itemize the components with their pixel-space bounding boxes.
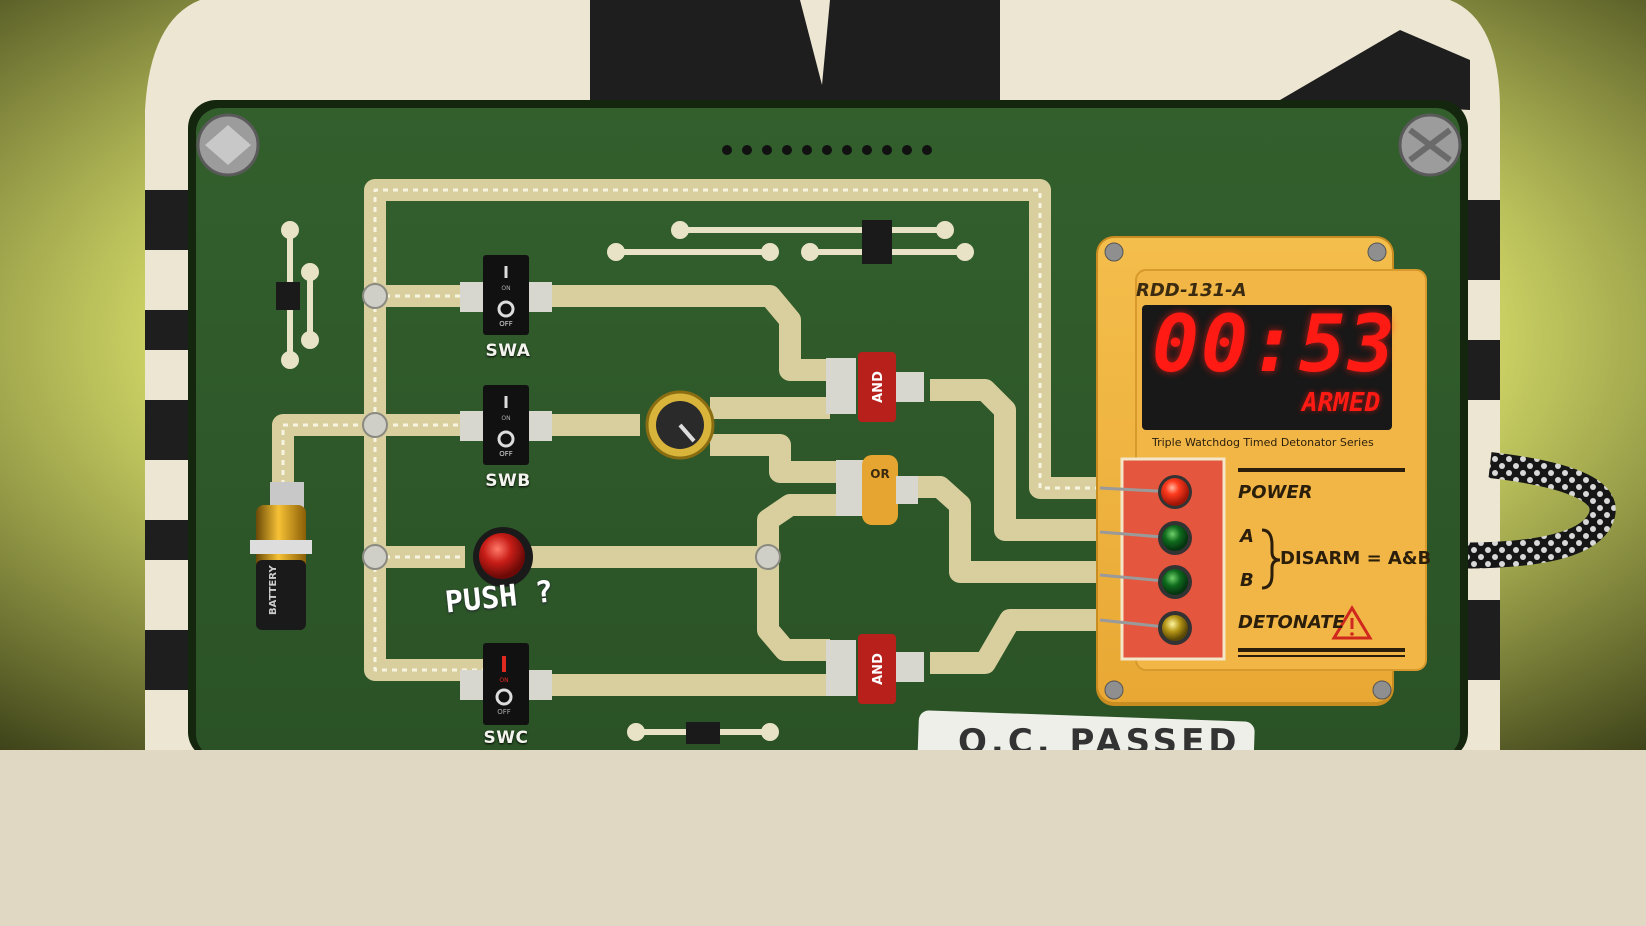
power-light <box>1158 475 1192 509</box>
and-gate-bottom: AND <box>826 634 924 704</box>
detonator-cable <box>1429 452 1616 569</box>
svg-text:OFF: OFF <box>499 450 513 458</box>
junctions <box>362 283 781 570</box>
light-b <box>1158 565 1192 599</box>
background-lower <box>0 750 1646 926</box>
and-gate-top: AND <box>826 352 924 422</box>
a-label: A <box>1240 526 1254 547</box>
light-a <box>1158 521 1192 555</box>
power-label: POWER <box>1238 482 1313 503</box>
switch-label-swb: SWB <box>485 471 531 491</box>
svg-text:AND: AND <box>871 371 886 403</box>
switch-swa[interactable]: ON OFF <box>460 255 552 335</box>
b-label: B <box>1240 570 1254 591</box>
countdown-timer: 00:53 <box>1152 300 1397 390</box>
detonate-light <box>1158 611 1192 645</box>
vent-holes <box>722 145 932 155</box>
svg-text:OFF: OFF <box>497 708 511 716</box>
disarm-rule: DISARM = A&B <box>1280 548 1432 569</box>
armed-status: ARMED <box>1302 388 1381 418</box>
qc-sticker-text: Q.C. PASSED <box>958 722 1241 750</box>
qc-sticker <box>917 710 1255 750</box>
screw-icon <box>196 113 260 177</box>
detonator-model: RDD-131-A <box>1136 280 1247 301</box>
switch-label-swa: SWA <box>485 341 531 361</box>
knob[interactable] <box>645 390 715 460</box>
screw-icon <box>1398 113 1462 177</box>
svg-text:AND: AND <box>871 653 886 685</box>
warning-icon <box>1331 605 1373 640</box>
series-text: Triple Watchdog Timed Detonator Series <box>1152 436 1374 449</box>
switch-label-swc: SWC <box>483 728 529 748</box>
svg-text:OR: OR <box>870 467 889 481</box>
detonate-label: DETONATE <box>1238 612 1345 633</box>
timer-display <box>1142 305 1392 430</box>
battery: BATTERY <box>250 482 312 630</box>
svg-text:ON: ON <box>501 285 510 292</box>
or-gate: OR <box>836 455 918 525</box>
switch-swc[interactable]: ON OFF <box>460 643 552 725</box>
push-button[interactable] <box>473 527 533 587</box>
svg-text:OFF: OFF <box>499 320 513 328</box>
resistor-decor <box>276 220 974 744</box>
svg-text:ON: ON <box>499 677 508 684</box>
svg-text:ON: ON <box>501 415 510 422</box>
bomb-view: BATTERY AND OR A <box>0 0 1646 750</box>
circuit-traces <box>272 179 1100 696</box>
switch-swb[interactable]: ON OFF <box>460 385 552 465</box>
battery-label: BATTERY <box>268 565 279 615</box>
